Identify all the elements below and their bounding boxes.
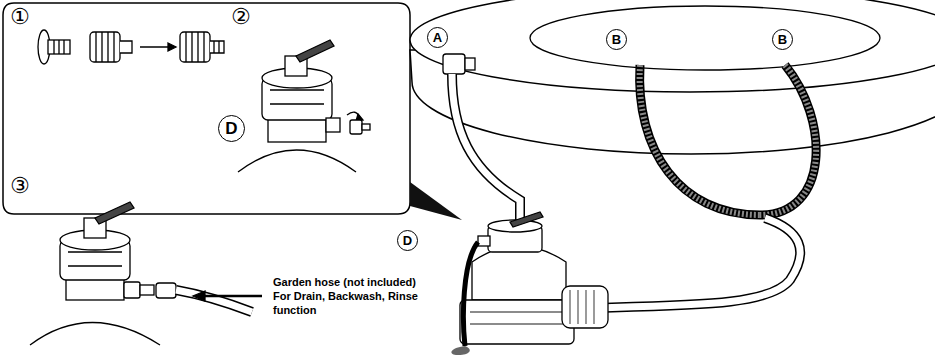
valve-with-hose bbox=[30, 202, 262, 345]
pool bbox=[410, 0, 935, 154]
callout-letter: B bbox=[612, 32, 621, 47]
step-number: ② bbox=[231, 3, 251, 31]
callout-letter: D bbox=[225, 119, 237, 139]
drain-hose bbox=[463, 242, 478, 346]
inset-frame bbox=[3, 3, 410, 214]
drain-puddle bbox=[451, 346, 469, 355]
callout-letter: B bbox=[778, 32, 787, 47]
inset-pointer bbox=[410, 182, 462, 220]
callout-circle: B bbox=[606, 29, 627, 50]
callout-circle: D bbox=[218, 115, 245, 142]
callout-circle: A bbox=[427, 27, 448, 48]
callout-circle: B bbox=[772, 29, 793, 50]
callout-letter: A bbox=[433, 30, 442, 45]
callout-circle: D bbox=[397, 230, 418, 251]
step-number: ③ bbox=[10, 172, 30, 200]
step-number: ① bbox=[10, 3, 30, 31]
inlet-hose bbox=[443, 54, 520, 225]
callout-letter: D bbox=[403, 233, 412, 248]
note-text: Garden hose (not included) For Drain, Ba… bbox=[273, 276, 418, 317]
return-hose bbox=[590, 218, 800, 308]
connector-parts bbox=[38, 30, 224, 64]
corrugated-hose bbox=[640, 65, 817, 215]
sand-filter-pump bbox=[460, 212, 608, 344]
multiport-valve bbox=[238, 40, 370, 172]
